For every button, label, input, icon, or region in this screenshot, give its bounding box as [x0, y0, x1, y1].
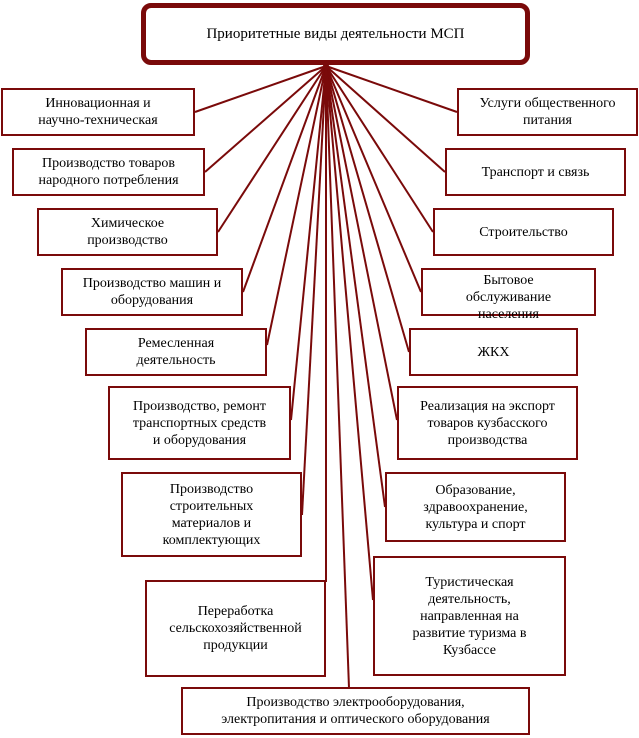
- connector-line-16: [325, 65, 350, 689]
- connector-line-3: [242, 65, 327, 293]
- connector-line-15: [325, 65, 374, 601]
- connector-line-0: [194, 65, 327, 113]
- connector-line-4: [266, 65, 327, 346]
- connector-line-13: [325, 65, 398, 421]
- right-node-catering: Услуги общественного питания: [457, 88, 638, 136]
- connector-line-8: [325, 65, 458, 113]
- right-node-education-health: Образование, здравоохранение, культура и…: [385, 472, 566, 542]
- left-node-consumer-goods: Производство товаров народного потреблен…: [12, 148, 205, 196]
- left-node-building-materials: Производство строительных материалов и к…: [121, 472, 302, 557]
- left-node-vehicle-repair: Производство, ремонт транспортных средст…: [108, 386, 291, 460]
- connector-line-11: [325, 65, 422, 293]
- connector-line-2: [217, 65, 327, 233]
- bottom-node-electrical-equipment: Производство электрооборудования, электр…: [181, 687, 530, 735]
- left-node-chemical: Химическое производство: [37, 208, 218, 256]
- right-node-export: Реализация на экспорт товаров кузбасског…: [397, 386, 578, 460]
- right-node-tourism: Туристическая деятельность, направленная…: [373, 556, 566, 676]
- connector-line-10: [325, 65, 434, 233]
- left-node-agri-processing: Переработка сельскохозяйственной продукц…: [145, 580, 326, 677]
- root-node: Приоритетные виды деятельности МСП: [141, 3, 530, 65]
- right-node-household-services: Бытовое обслуживание населения: [421, 268, 596, 322]
- connector-line-5: [290, 65, 327, 421]
- connector-line-14: [325, 65, 386, 508]
- right-node-construction: Строительство: [433, 208, 614, 256]
- right-node-transport: Транспорт и связь: [445, 148, 626, 196]
- right-node-utilities: ЖКХ: [409, 328, 578, 376]
- left-node-innovation: Инновационная и научно-техническая: [1, 88, 195, 136]
- left-node-machinery: Производство машин и оборудования: [61, 268, 243, 316]
- connector-line-1: [204, 65, 327, 173]
- left-node-crafts: Ремесленная деятельность: [85, 328, 267, 376]
- connector-line-9: [325, 65, 446, 173]
- connector-line-12: [325, 65, 410, 353]
- connector-line-6: [301, 65, 327, 516]
